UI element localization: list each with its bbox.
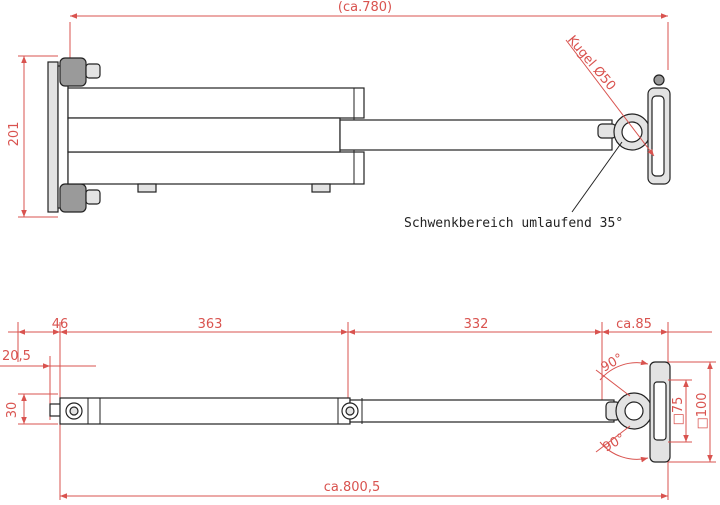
- d-20-5-label: 20,5: [2, 349, 31, 364]
- arm-core: [67, 117, 341, 153]
- seg-332-label: 332: [464, 317, 489, 332]
- dim-height-201: 201: [7, 55, 58, 218]
- ball-label: Kugel Ø50: [564, 33, 618, 94]
- top-view: (ca.780) 201: [7, 0, 671, 231]
- top-bolts: [59, 57, 101, 213]
- swivel-note: Schwenkbereich umlaufend 35°: [404, 216, 623, 231]
- wall-plate: [47, 61, 59, 213]
- side-view: 46 363 332 ca.85 20,5 30: [0, 317, 716, 500]
- d-30-label: 30: [5, 402, 20, 419]
- dim-20-5: 20,5: [0, 349, 96, 420]
- dim-plate: □75 □100: [668, 361, 716, 463]
- seg-46-label: 46: [52, 317, 69, 332]
- arm-clip-right: [311, 183, 331, 193]
- dim-30: 30: [5, 393, 58, 425]
- seg-363-label: 363: [198, 317, 223, 332]
- plate-100-label: □100: [695, 392, 710, 429]
- upper-arm-bar: [67, 87, 365, 119]
- angle-top-label: 90°: [599, 351, 626, 376]
- swivel-leader: [571, 141, 623, 213]
- plate-75-label: □75: [671, 397, 686, 426]
- extension-arm: [339, 119, 613, 151]
- side-arm-2: [349, 399, 615, 423]
- head-knob: [653, 74, 665, 86]
- arm-tip: [597, 123, 617, 139]
- dim-segments: 46 363 332 ca.85: [8, 317, 712, 500]
- lower-arm-bar: [67, 151, 365, 185]
- height-label: 201: [7, 122, 22, 147]
- dim-overall-length-top: (ca.780): [69, 0, 669, 70]
- overall-length-label: (ca.780): [338, 0, 392, 15]
- side-arm-1: [59, 397, 351, 425]
- seg-85-label: ca.85: [616, 317, 652, 332]
- arm-clip-left: [137, 183, 157, 193]
- dim-overall-length-side: ca.800,5: [60, 480, 668, 499]
- side-overall-length-label: ca.800,5: [324, 480, 380, 495]
- angle-bottom-label: 90°: [601, 431, 628, 456]
